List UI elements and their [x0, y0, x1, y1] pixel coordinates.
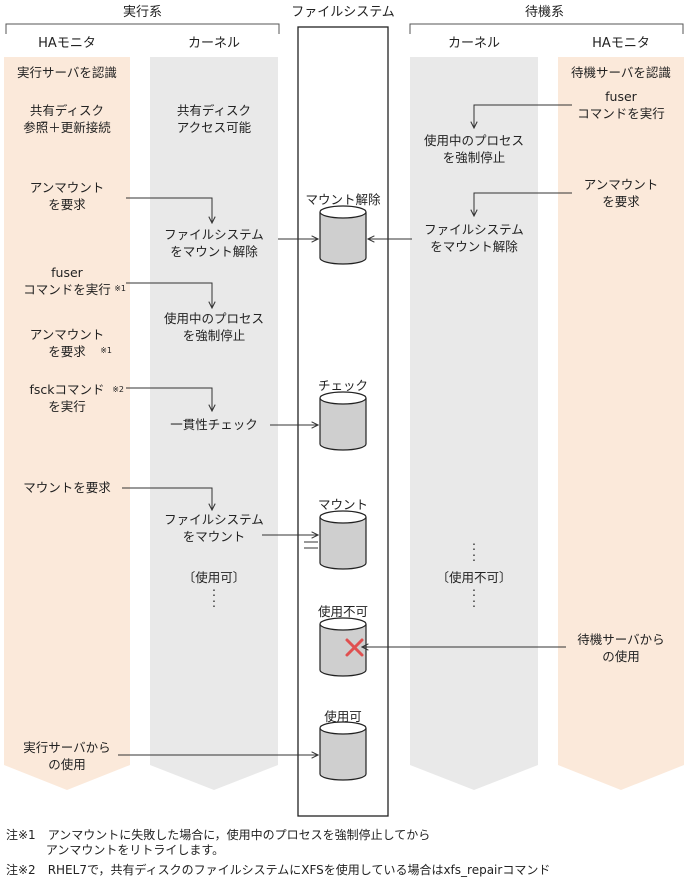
arrow-fuser-request: [126, 282, 212, 308]
active-recognize: 実行サーバを認識: [17, 65, 117, 80]
standby-kernel-dots-top: : :: [471, 538, 477, 564]
lane-active-ha: [4, 57, 130, 790]
mount-lines: [304, 541, 318, 549]
standby-fuser: fuser コマンドを実行: [577, 89, 665, 121]
standby-kernel-unmount: ファイルシステム をマウント解除: [424, 222, 524, 254]
note-2: 注※2 RHEL7で，共有ディスクのファイルシステムにXFSを使用している場合は…: [6, 863, 551, 877]
active-unmount-request-2: アンマウント を要求※1: [29, 327, 112, 359]
note-1: 注※1 アンマウントに失敗した場合に，使用中のプロセスを強制停止してから アンマ…: [6, 828, 431, 857]
group-bracket-active: [5, 23, 280, 34]
active-fsck: fsckコマンド※2: [29, 382, 124, 397]
active-kernel-mount: ファイルシステム をマウント: [164, 512, 264, 544]
standby-kernel-unusable: 〔使用不可〕: [436, 570, 512, 585]
disk-mount-icon: [319, 510, 367, 570]
arrow-fsck-request: [126, 387, 212, 411]
lane-active-kernel: [150, 57, 278, 790]
note-ref-1: ※1: [114, 284, 126, 293]
arrow-mount-request: [122, 487, 212, 510]
note-ref-2: ※2: [112, 385, 124, 394]
disk-unmounted-icon: [319, 205, 367, 265]
disk-cylinders: [319, 205, 367, 781]
fs-mount: マウント: [317, 497, 368, 512]
active-kernel-dots: : :: [211, 584, 217, 610]
lane-standby-ha: [558, 57, 684, 790]
active-shared-disk: 共有ディスク 参照＋更新接続: [23, 103, 111, 135]
active-fuser: fuser コマンドを実行※1: [23, 265, 126, 297]
note-ref-1b: ※1: [100, 346, 112, 355]
standby-kernel-dots-bottom: : :: [471, 584, 477, 610]
fs-unmounted: マウント解除: [305, 192, 381, 207]
arrow-unmount-request: [126, 197, 212, 223]
fs-usable: 使用可: [324, 709, 362, 724]
standby-kernel-kill: 使用中のプロセス を強制停止: [423, 133, 524, 165]
disk-usable-icon: [319, 721, 367, 781]
group-standby: 待機系: [524, 5, 564, 20]
unusable-cross-icon: [345, 638, 364, 657]
active-kernel-kill: 使用中のプロセス を強制停止: [163, 311, 264, 343]
active-fsck-run: を実行: [48, 399, 86, 414]
col-active-kernel: カーネル: [187, 36, 240, 51]
fs-unusable: 使用不可: [317, 604, 368, 619]
col-active-ha: HAモニタ: [38, 36, 96, 51]
flow-arrows: [118, 104, 572, 755]
standby-unmount-request: アンマウント を要求: [583, 177, 659, 209]
active-kernel-usable: 〔使用可〕: [182, 570, 246, 585]
arrow-standby-unmount: [474, 192, 572, 216]
disk-check-icon: [319, 391, 367, 451]
lane-standby-kernel: [410, 57, 538, 790]
active-use: 実行サーバから の使用: [23, 740, 111, 772]
group-bracket-standby: [409, 23, 684, 34]
group-active: 実行系: [122, 5, 162, 20]
group-fs: ファイルシステム: [291, 5, 395, 20]
active-kernel-access: 共有ディスク アクセス可能: [176, 103, 252, 135]
active-kernel-unmount: ファイルシステム をマウント解除: [164, 227, 264, 259]
col-standby-kernel: カーネル: [447, 36, 500, 51]
fs-check: チェック: [317, 378, 368, 393]
standby-recognize: 待機サーバを認識: [571, 65, 671, 80]
col-standby-ha: HAモニタ: [592, 36, 650, 51]
active-unmount-request: アンマウント を要求: [29, 180, 105, 212]
active-mount-request: マウントを要求: [23, 480, 111, 495]
standby-use: 待機サーバから の使用: [577, 632, 665, 664]
active-kernel-check: 一貫性チェック: [170, 417, 258, 432]
disk-unusable-icon: [319, 617, 367, 677]
arrow-standby-fuser: [474, 104, 572, 128]
